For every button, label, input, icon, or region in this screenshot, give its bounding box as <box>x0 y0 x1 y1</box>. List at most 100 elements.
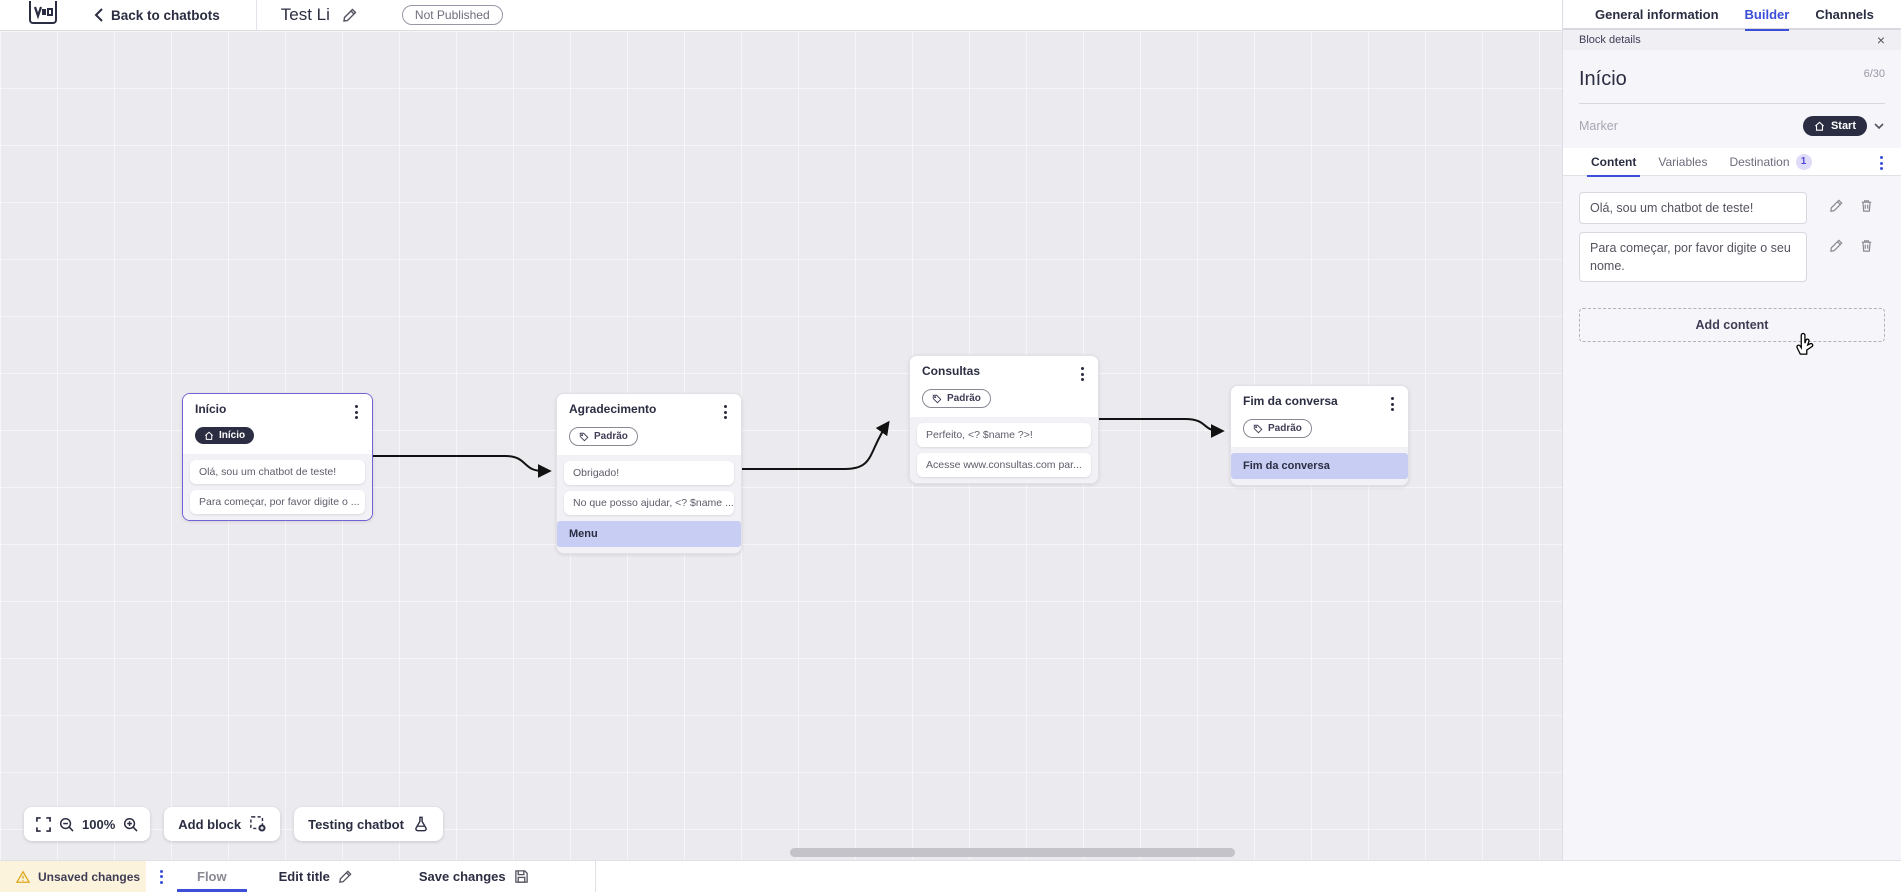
delete-content-icon[interactable] <box>1859 198 1874 213</box>
canvas-controls: 100% Add block Testing chatbot <box>24 807 443 841</box>
zoom-controls: 100% <box>24 807 151 841</box>
home-icon <box>1814 121 1824 131</box>
tab-content[interactable]: Content <box>1586 148 1641 177</box>
node-kebab-icon[interactable] <box>351 402 362 422</box>
content-row: Para começar, por favor digite o seu nom… <box>1579 232 1885 283</box>
tab-builder[interactable]: Builder <box>1744 0 1789 31</box>
block-sub-tabs: Content Variables Destination 1 <box>1563 148 1901 177</box>
add-content-button[interactable]: Add content <box>1579 308 1885 343</box>
bottom-kebab-icon[interactable] <box>156 867 167 887</box>
unsaved-changes-label: Unsaved changes <box>38 869 141 884</box>
node-end-item[interactable]: Fim da conversa <box>1231 452 1408 479</box>
tab-destination-label: Destination <box>1729 154 1790 169</box>
content-list: Olá, sou um chatbot de teste! Para começ… <box>1579 192 1885 283</box>
horizontal-scrollbar[interactable] <box>790 848 1235 857</box>
flow-node-inicio[interactable]: Início Início Olá, sou um chatbot de tes… <box>182 393 373 521</box>
tab-flow[interactable]: Flow <box>177 861 247 892</box>
bottombar-divider <box>594 861 596 892</box>
block-details-title: Block details <box>1579 34 1641 46</box>
delete-content-icon[interactable] <box>1859 238 1874 253</box>
start-marker-pill: Início <box>195 427 255 444</box>
pencil-icon <box>338 870 352 883</box>
tab-general-information[interactable]: General information <box>1595 6 1719 22</box>
builder-nav-tabs: General information Builder Channels <box>1563 0 1901 31</box>
node-kebab-icon[interactable] <box>1077 364 1088 384</box>
app-logo-icon <box>29 1 57 24</box>
chevron-down-icon[interactable] <box>1873 120 1885 132</box>
node-message[interactable]: Olá, sou um chatbot de teste! <box>190 459 365 484</box>
zoom-in-icon[interactable] <box>123 817 138 832</box>
flow-canvas[interactable]: Início Início Olá, sou um chatbot de tes… <box>0 30 1562 860</box>
back-to-chatbots-button[interactable]: Back to chatbots <box>94 8 220 23</box>
marker-label: Marker <box>1579 119 1618 133</box>
panel-kebab-icon[interactable] <box>1876 153 1887 173</box>
tag-pill: Padrão <box>922 389 991 408</box>
node-message[interactable]: Para começar, por favor digite o ... <box>190 489 365 514</box>
pill-label: Início <box>219 430 246 441</box>
node-message[interactable]: Obrigado! <box>564 460 734 485</box>
tab-channels[interactable]: Channels <box>1815 6 1874 22</box>
fullscreen-icon[interactable] <box>36 816 51 832</box>
destination-count-badge: 1 <box>1795 153 1812 170</box>
pill-label: Padrão <box>1268 423 1302 434</box>
zoom-out-icon[interactable] <box>59 817 74 832</box>
testing-chatbot-button[interactable]: Testing chatbot <box>294 807 443 841</box>
tab-content-label: Content <box>1591 154 1637 169</box>
node-message[interactable]: No que posso ajudar, <? $name ... <box>564 490 734 515</box>
save-changes-label: Save changes <box>418 869 506 884</box>
edit-content-icon[interactable] <box>1829 198 1844 213</box>
home-icon <box>204 431 214 440</box>
chatbot-title: Test Li <box>280 5 330 24</box>
block-name-input[interactable]: Início <box>1579 68 1627 90</box>
tag-icon <box>1253 424 1263 433</box>
marker-value: Start <box>1830 120 1856 132</box>
block-details-header: Block details × <box>1563 30 1901 50</box>
block-name-row: Início 6/30 <box>1579 68 1885 104</box>
edit-title-label: Edit title <box>278 869 330 884</box>
node-menu-item[interactable]: Menu <box>557 520 741 547</box>
edit-content-icon[interactable] <box>1829 238 1844 253</box>
tab-variables[interactable]: Variables <box>1658 148 1707 176</box>
edit-title-button[interactable]: Edit title <box>261 861 371 892</box>
marker-row: Marker Start <box>1579 116 1885 136</box>
content-text-box[interactable]: Olá, sou um chatbot de teste! <box>1579 192 1807 225</box>
node-title: Início <box>195 402 227 416</box>
status-badge: Not Published <box>401 5 503 25</box>
add-block-icon <box>250 816 266 832</box>
back-label: Back to chatbots <box>111 7 220 23</box>
tab-destination[interactable]: Destination 1 <box>1729 148 1812 176</box>
testing-chatbot-label: Testing chatbot <box>308 816 404 832</box>
save-changes-button[interactable]: Save changes <box>401 861 547 892</box>
chevron-left-icon <box>94 8 103 22</box>
tag-pill: Padrão <box>1243 419 1312 438</box>
node-title: Consultas <box>922 364 981 378</box>
node-message[interactable]: Acesse www.consultas.com par... <box>917 452 1091 477</box>
zoom-level: 100% <box>82 816 116 832</box>
flow-node-agradecimento[interactable]: Agradecimento Padrão Obrigado! No que po… <box>556 393 742 554</box>
warning-icon <box>16 869 30 883</box>
node-title: Fim da conversa <box>1243 394 1338 408</box>
node-kebab-icon[interactable] <box>720 402 731 422</box>
node-title: Agradecimento <box>569 402 657 416</box>
pill-label: Padrão <box>594 431 628 442</box>
pill-label: Padrão <box>947 393 981 404</box>
content-text-box[interactable]: Para começar, por favor digite o seu nom… <box>1579 232 1807 283</box>
block-details-panel: General information Builder Channels Blo… <box>1562 0 1901 860</box>
flow-node-consultas[interactable]: Consultas Padrão Perfeito, <? $name ?>! … <box>909 355 1099 484</box>
flow-tab-label: Flow <box>197 869 227 884</box>
close-icon[interactable]: × <box>1876 32 1885 48</box>
flow-node-fim-da-conversa[interactable]: Fim da conversa Padrão Fim da conversa <box>1230 385 1409 486</box>
edit-title-icon[interactable] <box>342 7 358 23</box>
tab-variables-label: Variables <box>1658 154 1708 169</box>
node-kebab-icon[interactable] <box>1387 394 1398 414</box>
save-icon <box>514 870 528 883</box>
add-block-button[interactable]: Add block <box>164 807 281 841</box>
marker-start-pill[interactable]: Start <box>1802 116 1867 136</box>
node-message[interactable]: Perfeito, <? $name ?>! <box>917 422 1091 447</box>
bottom-bar: Unsaved changes Flow Edit title Save cha… <box>0 860 1901 892</box>
content-row: Olá, sou um chatbot de teste! <box>1579 192 1885 225</box>
unsaved-changes-indicator: Unsaved changes <box>0 861 146 892</box>
tag-pill: Padrão <box>569 427 638 446</box>
topbar-divider <box>255 0 257 30</box>
